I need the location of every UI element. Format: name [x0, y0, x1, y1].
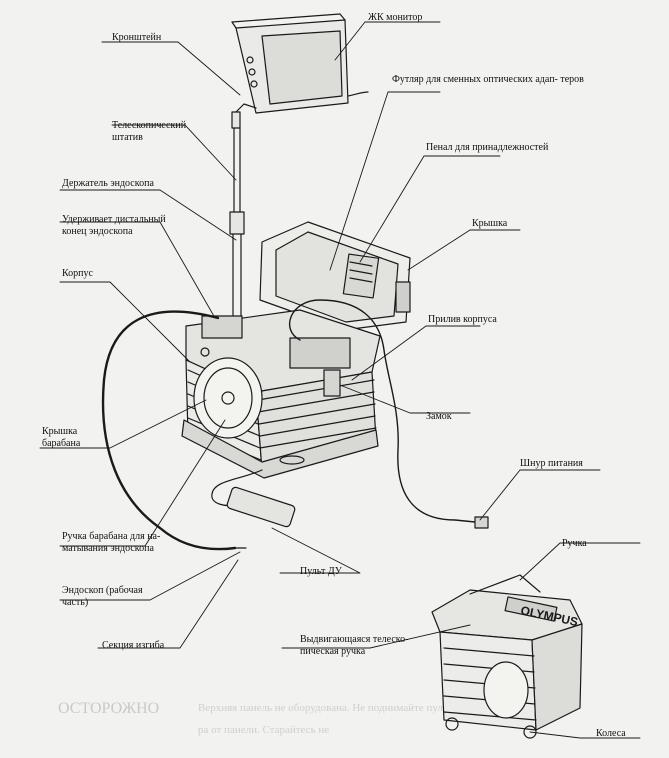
label-power-cord: Шнур питания: [520, 458, 583, 469]
closed-case-drawing: [431, 574, 583, 739]
label-remote: Пульт ДУ: [300, 566, 342, 577]
label-lock: Замок: [426, 411, 452, 422]
label-accessory-case: Пенал для принадлежностей: [426, 142, 549, 153]
label-telescopic-stand: Телескопический штатив: [112, 120, 187, 143]
label-wheels: Колеса: [596, 728, 626, 739]
lcd-monitor-drawing: [231, 13, 369, 114]
label-bracket: Кронштейн: [112, 32, 162, 43]
label-handle: Ручка: [562, 538, 587, 549]
label-body: Корпус: [62, 268, 93, 279]
label-scope-holder: Держатель эндоскопа: [62, 178, 154, 189]
bg-caution-text-1: Верхняя панель не оборудована. Не подним…: [198, 702, 488, 714]
case-drawing: [181, 221, 411, 479]
label-lid: Крышка: [472, 218, 508, 229]
label-telescopic-handle: Выдвигающаяся телеско- пическая ручка: [300, 634, 409, 657]
label-lcd-monitor: ЖК монитор: [368, 12, 423, 23]
label-bending-section: Секция изгиба: [102, 640, 165, 651]
bg-caution-text-2: ра от панели. Старайтесь не: [198, 724, 330, 736]
bg-caution-heading: ОСТОРОЖНО: [58, 700, 160, 717]
label-boss: Прилив корпуса: [428, 314, 497, 325]
label-optics-case: Футляр для сменных оптических адап- теро…: [392, 74, 584, 85]
telescopic-stand-drawing: [229, 103, 257, 319]
cables-drawing: [101, 299, 489, 551]
label-drum-cover: Крышка барабана: [42, 426, 81, 449]
label-distal-holder: Удерживает дистальный конец эндоскопа: [62, 214, 166, 237]
label-drum-handle: Ручка барабана для на- матывания эндоско…: [62, 531, 161, 554]
label-insertion-tube: Эндоскоп (рабочая часть): [62, 585, 143, 608]
leader-lines: [39, 21, 641, 739]
